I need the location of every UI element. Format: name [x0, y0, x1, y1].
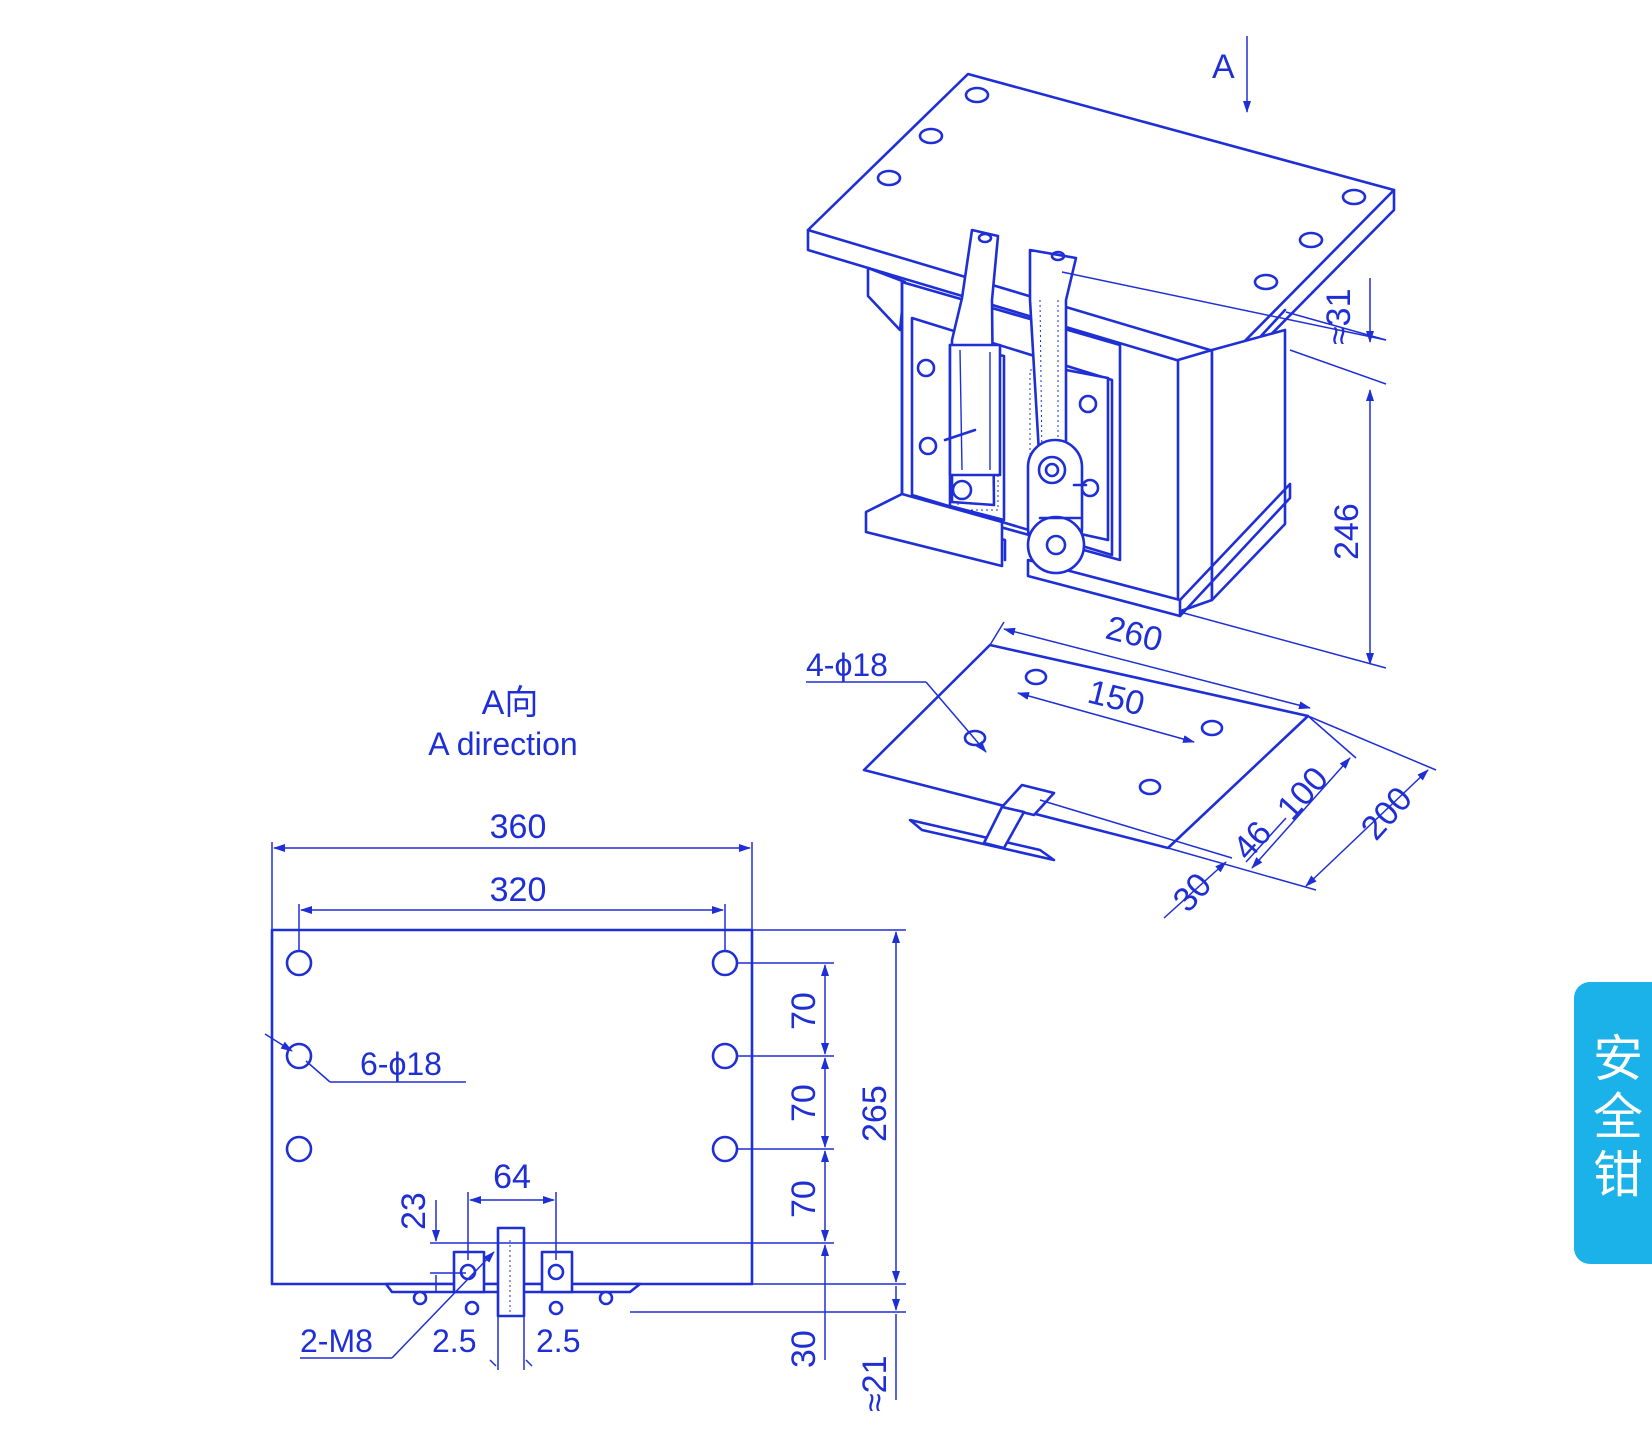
top-hole — [918, 127, 944, 145]
top-hole — [876, 169, 902, 187]
plate-hole — [285, 1135, 313, 1163]
top-hole — [1253, 273, 1279, 291]
bottom-hole — [1200, 719, 1224, 737]
plate-hole — [285, 1042, 313, 1070]
dim-70a: 70 — [785, 992, 823, 1030]
top-hole — [964, 86, 990, 104]
dim-360: 360 — [490, 808, 547, 846]
dim-21: ≈21 — [856, 1356, 894, 1412]
front-plate — [270, 928, 754, 1286]
dim-2-5-left: 2.5 — [432, 1323, 476, 1359]
top-hole — [1341, 188, 1367, 206]
dim-70b: 70 — [785, 1084, 823, 1122]
housing-bolt — [1078, 394, 1098, 414]
dim-30: 30 — [785, 1330, 823, 1368]
plate-hole — [285, 949, 313, 977]
dim-265: 265 — [856, 1085, 894, 1142]
isometric-view: A — [806, 36, 1437, 920]
iso-holes-label: 4-ϕ18 — [806, 647, 888, 683]
view-title-cn: A向 — [482, 684, 539, 722]
housing-bolt — [918, 436, 938, 456]
dim-46: 46 — [1226, 814, 1280, 868]
bottom-hole — [1138, 778, 1162, 796]
category-side-tab[interactable] — [1574, 982, 1652, 1264]
view-arrow-a-label: A — [1212, 48, 1235, 86]
dim-line-30 — [1163, 861, 1227, 919]
dim-line-150 — [1017, 692, 1195, 743]
dim-260: 260 — [1102, 609, 1166, 660]
m8-label: 2-M8 — [300, 1323, 373, 1359]
dim-line-200 — [1305, 769, 1429, 887]
view-title-en: A direction — [428, 726, 577, 762]
housing-bolt — [916, 358, 936, 378]
dim-200: 200 — [1354, 780, 1420, 848]
dim-line-46 — [1245, 817, 1287, 863]
bottom-hole — [963, 729, 987, 747]
front-view: 360 320 6-ϕ18 70 70 70 30 265 ≈21 — [264, 808, 906, 1412]
lift-lever-right — [1026, 248, 1088, 575]
dim-31: ≈31 — [1320, 289, 1358, 345]
dim-320: 320 — [490, 871, 547, 909]
front-holes-label: 6-ϕ18 — [360, 1046, 442, 1082]
side-gussets — [866, 266, 1287, 614]
category-side-tab-label: 安全钳 — [1593, 1030, 1643, 1204]
dim-23: 23 — [395, 1192, 433, 1230]
dim-line-260 — [1003, 627, 1311, 710]
lift-lever-left — [943, 228, 1002, 507]
dim-70c: 70 — [785, 1180, 823, 1218]
dim-246: 246 — [1328, 503, 1366, 560]
dim-2-5-right: 2.5 — [536, 1323, 580, 1359]
dim-100: 100 — [1270, 760, 1336, 828]
dim-64: 64 — [493, 1158, 531, 1196]
top-hole — [1298, 231, 1324, 249]
dim-30-iso: 30 — [1166, 866, 1220, 920]
top-plate — [806, 72, 1396, 378]
